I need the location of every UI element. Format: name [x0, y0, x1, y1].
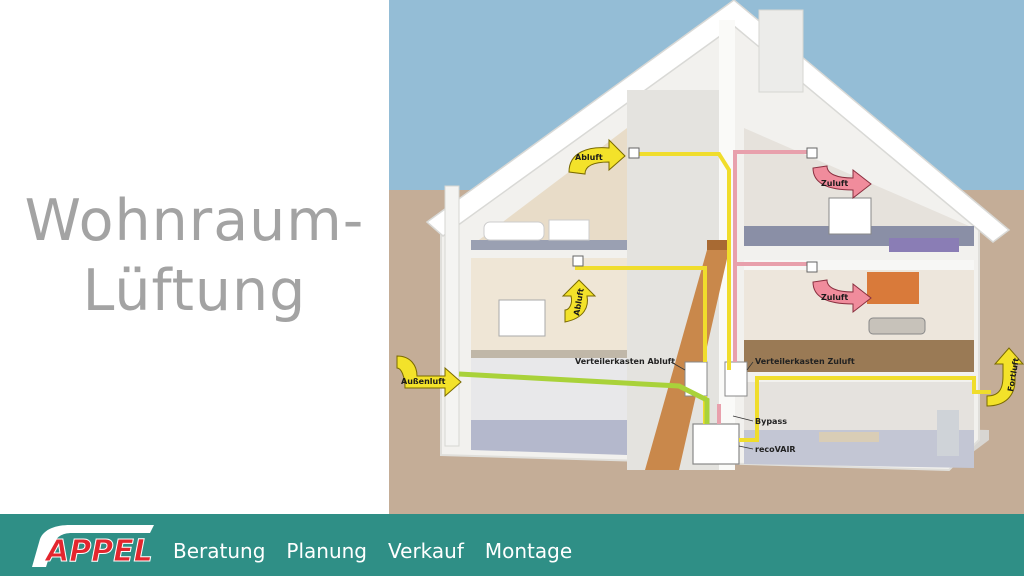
kitchen-floor [471, 350, 627, 358]
sink [548, 219, 590, 241]
logo-swoosh [32, 525, 154, 567]
middle-ceiling [744, 260, 974, 270]
sofa [868, 317, 926, 335]
nav-item-planung[interactable]: Planung [286, 539, 368, 563]
ground-floor-left [471, 420, 627, 455]
recovair-unit [692, 423, 740, 465]
office-floor [744, 430, 974, 468]
appel-logo[interactable]: APPEL [26, 521, 160, 570]
label-bypass: Bypass [755, 417, 787, 426]
staircase [645, 240, 729, 470]
roof [425, 0, 1011, 243]
title-line-2: Lüftung [82, 258, 307, 324]
zuluft-grille-top [806, 147, 818, 159]
zuluft-arrow-top [812, 165, 872, 200]
label-verteilerkasten-abluft: Verteilerkasten Abluft [575, 357, 675, 366]
abluft-arrow-middle [561, 279, 597, 323]
bathtub [483, 221, 545, 241]
footer-bar [0, 514, 1024, 576]
abluft-arrow-top [568, 138, 626, 175]
footer-nav: Beratung Planung Verkauf Montage [173, 536, 572, 566]
living-floor [744, 340, 974, 372]
logo-text: APPEL [44, 534, 153, 569]
nav-item-montage[interactable]: Montage [484, 539, 573, 563]
title-panel: Wohnraum- Lüftung [0, 0, 389, 514]
chimney [758, 9, 804, 93]
label-zuluft-middle: Zuluft [821, 293, 848, 302]
house-ventilation-diagram: Abluft Abluft Zuluft Zuluft Außenluft Fo… [389, 0, 1024, 514]
leader-lines [670, 361, 754, 450]
label-recovair: recoVAIR [755, 445, 796, 454]
wall-painting [867, 272, 919, 304]
abluft-grille-middle [572, 255, 584, 267]
house-cutaway-svg: Abluft Abluft Zuluft Zuluft Außenluft Fo… [389, 0, 1024, 514]
zuluft-grille-middle [806, 261, 818, 273]
nav-item-verkauf[interactable]: Verkauf [388, 539, 464, 563]
exhaust-pipe [444, 185, 460, 447]
zuluft-arrow-middle [812, 279, 872, 314]
aussenluft-arrow [396, 355, 462, 398]
office-desk [819, 432, 879, 442]
label-aussenluft: Außenluft [401, 377, 446, 386]
bedroom-window [828, 197, 872, 235]
abluft-grille-top [628, 147, 640, 159]
nav-item-beratung[interactable]: Beratung [173, 539, 266, 563]
bed [889, 238, 959, 252]
label-verteilerkasten-zuluft: Verteilerkasten Zuluft [755, 357, 855, 366]
kitchen [471, 258, 627, 350]
aussenluft-duct [458, 371, 710, 424]
label-zuluft-top: Zuluft [821, 179, 848, 188]
label-abluft-top: Abluft [575, 153, 603, 162]
title-line-1: Wohnraum- [24, 188, 365, 254]
slide-title: Wohnraum- Lüftung [0, 186, 389, 326]
fortluft-arrow [986, 347, 1024, 407]
kitchen-counter [498, 299, 546, 337]
attic-floor-left [471, 240, 631, 250]
appel-logo-icon: APPEL [32, 525, 154, 570]
zuluft-ducts [717, 150, 809, 424]
cabinet [937, 410, 959, 456]
